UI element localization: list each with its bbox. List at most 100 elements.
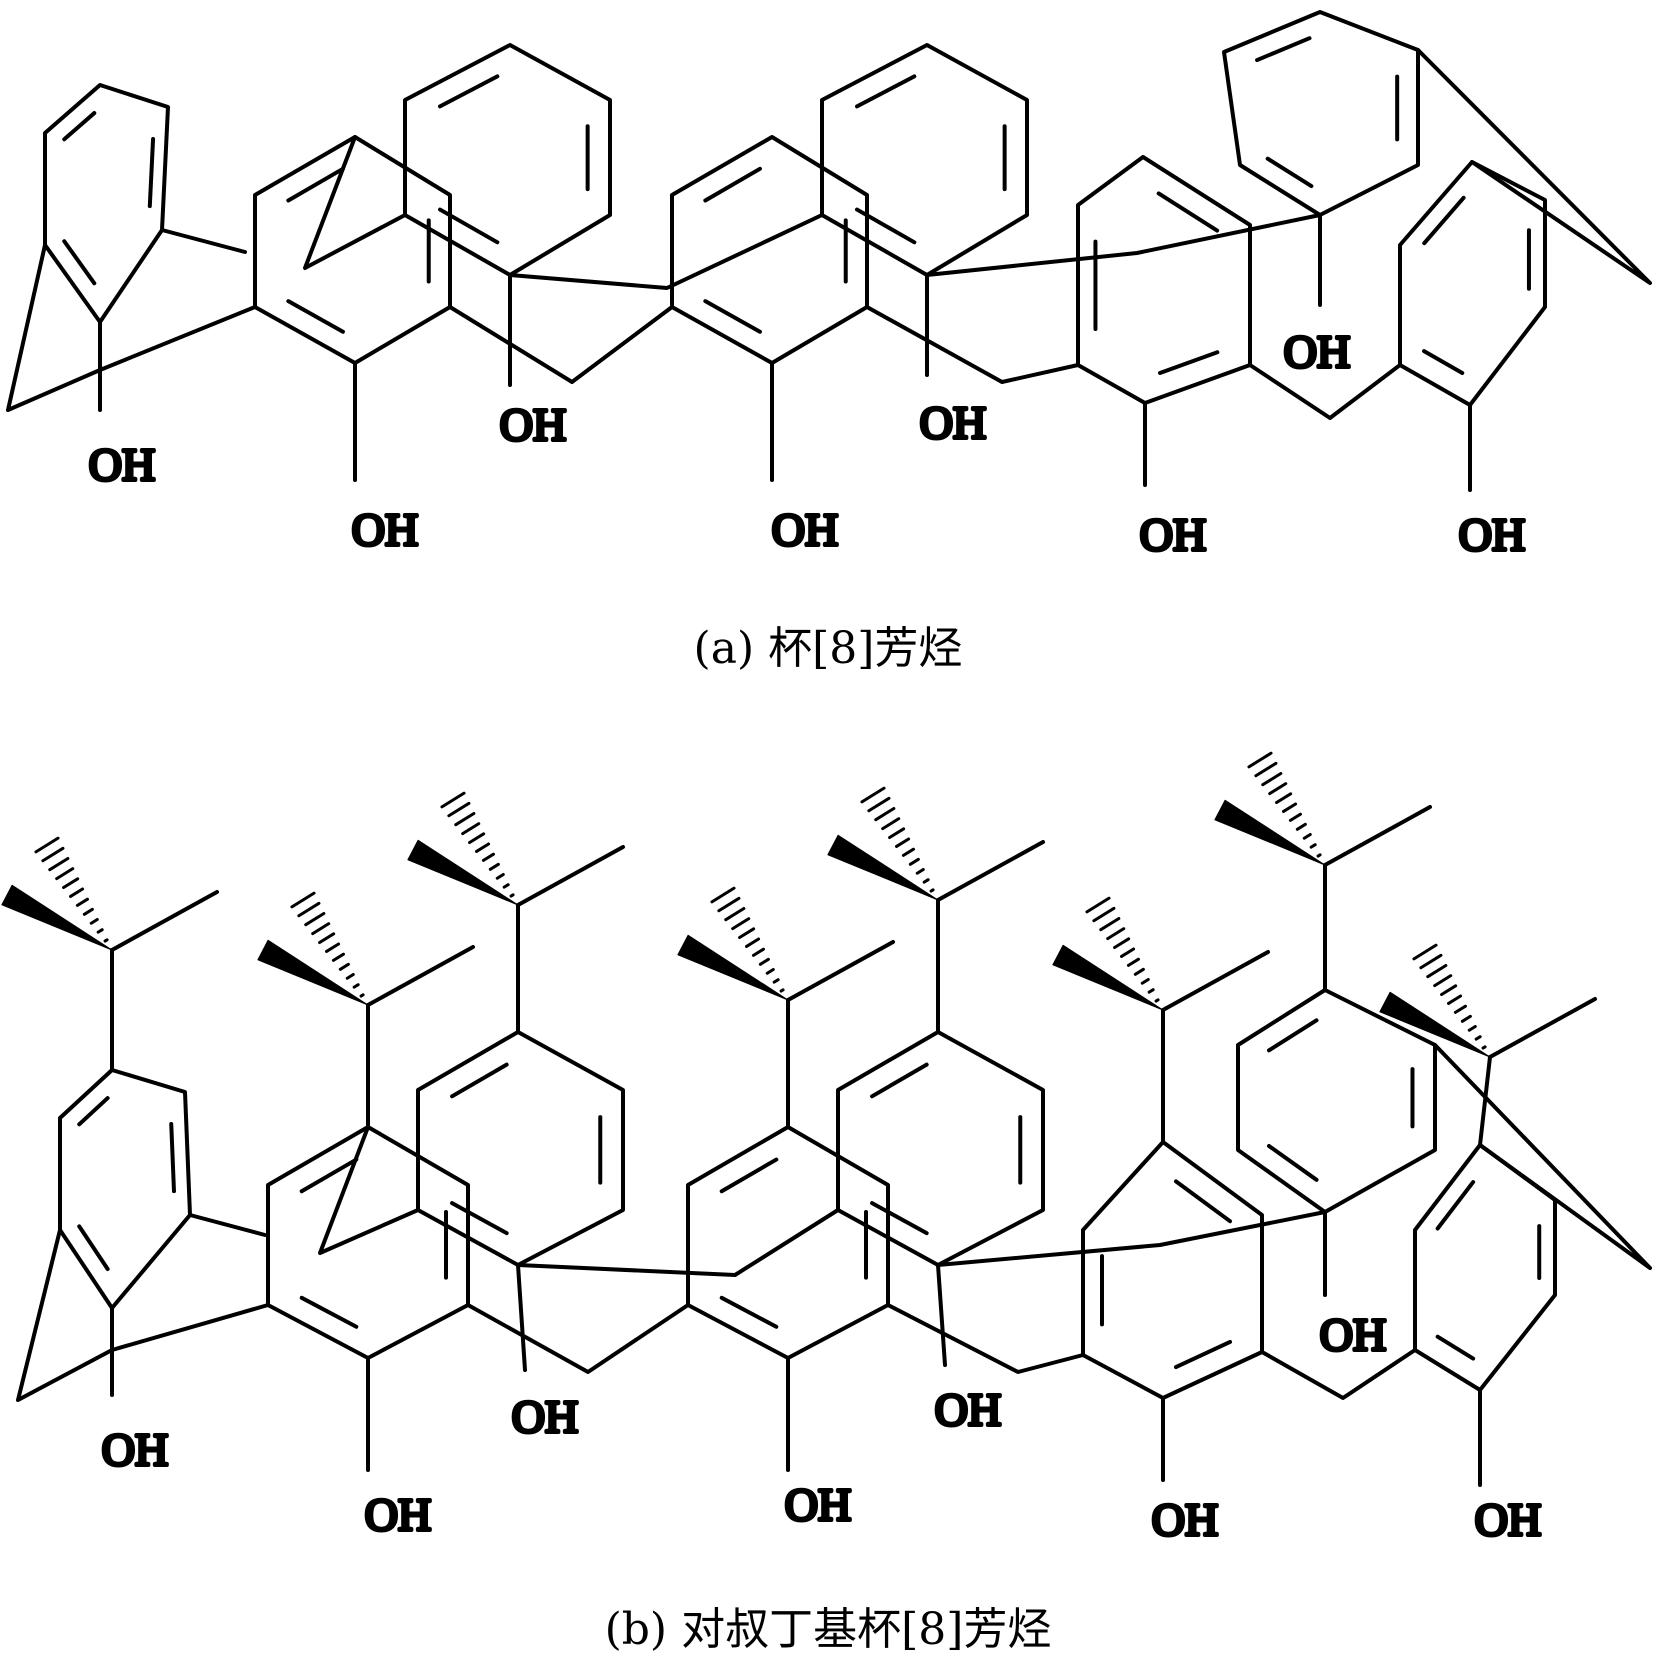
hash-bond-segment	[1085, 896, 1111, 914]
hash-bond-segment	[717, 896, 741, 913]
methylene-bridge	[1433, 1043, 1652, 1270]
double-bond-line	[77, 1224, 110, 1271]
double-bond-line	[286, 299, 345, 334]
hash-bond-segment	[352, 983, 360, 989]
wedge-bond	[1214, 799, 1326, 866]
methyl-bond	[786, 940, 895, 1002]
double-bond-line	[1267, 1143, 1319, 1182]
hash-bond-segment	[345, 972, 355, 980]
hash-bond-segment	[1113, 937, 1131, 950]
hash-bond-segment	[1268, 782, 1288, 796]
hash-bond-segment	[724, 906, 746, 922]
hash-bond-segment	[1433, 974, 1453, 988]
hash-bond-segment	[1288, 812, 1302, 822]
hash-bond-segment	[1275, 792, 1293, 805]
double-bond-line	[1435, 1180, 1476, 1231]
hash-bond-segment	[1426, 963, 1448, 979]
double-bond-line	[1422, 349, 1465, 375]
hash-bond-segment	[1133, 967, 1145, 976]
benzene-ring	[266, 1125, 470, 1360]
hash-bond-segment	[96, 928, 104, 934]
hash-bond-segment	[1412, 943, 1438, 961]
hash-bond-segment	[1316, 853, 1322, 858]
hash-bond-segment	[1140, 977, 1150, 985]
hash-bond-segment	[311, 922, 331, 936]
hash-bond-segment	[908, 857, 920, 866]
methylene-bridge	[466, 1303, 690, 1374]
double-bond-line	[719, 1295, 779, 1329]
hash-bond-segment	[502, 883, 510, 889]
methyl-bond	[936, 840, 1045, 902]
tert-butyl-group	[827, 786, 1045, 902]
tert-butyl-group	[407, 791, 625, 907]
hash-bond-segment	[1467, 1024, 1477, 1032]
hash-bond-segment	[915, 867, 925, 875]
hash-bond-segment	[1309, 843, 1317, 849]
hash-bond-segment	[1460, 1014, 1472, 1023]
wedge-bond	[1379, 991, 1491, 1058]
tert-butyl-group	[257, 891, 475, 1007]
hash-bond-segment	[48, 856, 70, 872]
hydroxyl-label: OH	[512, 1391, 578, 1442]
hash-bond-segment	[495, 872, 505, 880]
methylene-bridge	[16, 1228, 270, 1402]
hash-bond-segment	[881, 817, 901, 831]
hash-bond-segment	[304, 911, 326, 927]
hydroxyl-label: OH	[1152, 1494, 1218, 1545]
methylene-bridge	[188, 1213, 267, 1237]
hydroxyl-label: OH	[1475, 1494, 1541, 1545]
benzene-ring	[670, 135, 869, 365]
methylene-bridge	[516, 1208, 840, 1277]
hash-bond-segment	[895, 837, 911, 848]
wedge-bond	[1, 884, 113, 951]
hash-bond-segment	[55, 867, 75, 881]
hash-bond-segment	[331, 952, 345, 962]
hash-bond-segment	[41, 846, 65, 863]
double-bond-line	[1267, 1018, 1319, 1053]
hash-bond-segment	[454, 811, 476, 827]
benzene-ring	[1081, 1140, 1264, 1400]
double-bond-line	[1157, 350, 1220, 375]
hash-bond-segment	[1126, 957, 1140, 967]
double-bond-line	[299, 1295, 359, 1329]
methylene-bridge	[925, 213, 1322, 277]
methylene-bridge	[865, 305, 1080, 384]
methylene-bridge	[1248, 363, 1402, 420]
hash-bond-segment	[874, 806, 896, 822]
wedge-bond	[677, 934, 789, 1001]
hydroxyl-label: OH	[772, 504, 838, 555]
hydroxyl-label: OH	[89, 439, 155, 490]
hydroxyl-label: OH	[1140, 509, 1206, 560]
tert-butyl-group	[677, 886, 895, 1002]
hash-bond-segment	[447, 801, 471, 818]
hash-bond-segment	[1481, 1045, 1487, 1050]
double-bond-line	[870, 1201, 929, 1236]
double-bond-line	[62, 111, 97, 142]
hydroxyl-bond	[516, 1263, 527, 1372]
hash-bond-segment	[901, 847, 915, 857]
hash-bond-segment	[1099, 916, 1121, 932]
tert-butyl-group	[1214, 751, 1432, 867]
double-bond-line	[855, 74, 917, 109]
hash-bond-segment	[860, 786, 886, 804]
hash-bond-segment	[82, 907, 94, 916]
methyl-bond	[516, 845, 625, 907]
hash-bond-segment	[710, 886, 736, 904]
hydroxyl-label: OH	[1284, 326, 1350, 377]
hash-bond-segment	[922, 878, 930, 884]
benzene-ring	[1076, 155, 1252, 405]
caption-p-tert-butylcalix8arene: (b) 对叔丁基杯[8]芳烃	[604, 1604, 1052, 1655]
methyl-bond	[110, 890, 219, 952]
double-bond-line	[1156, 191, 1220, 233]
hash-bond-segment	[481, 852, 495, 862]
hash-bond-segment	[103, 938, 109, 943]
hash-bond-segment	[509, 893, 515, 898]
double-bond-line	[1173, 1339, 1233, 1370]
benzene-ring	[820, 43, 1029, 277]
hash-bond-segment	[1302, 832, 1312, 840]
double-bond-line	[438, 207, 500, 245]
benzene-ring	[1236, 988, 1437, 1214]
hash-bond-segment	[1282, 802, 1298, 813]
hash-bond-segment	[765, 967, 775, 975]
